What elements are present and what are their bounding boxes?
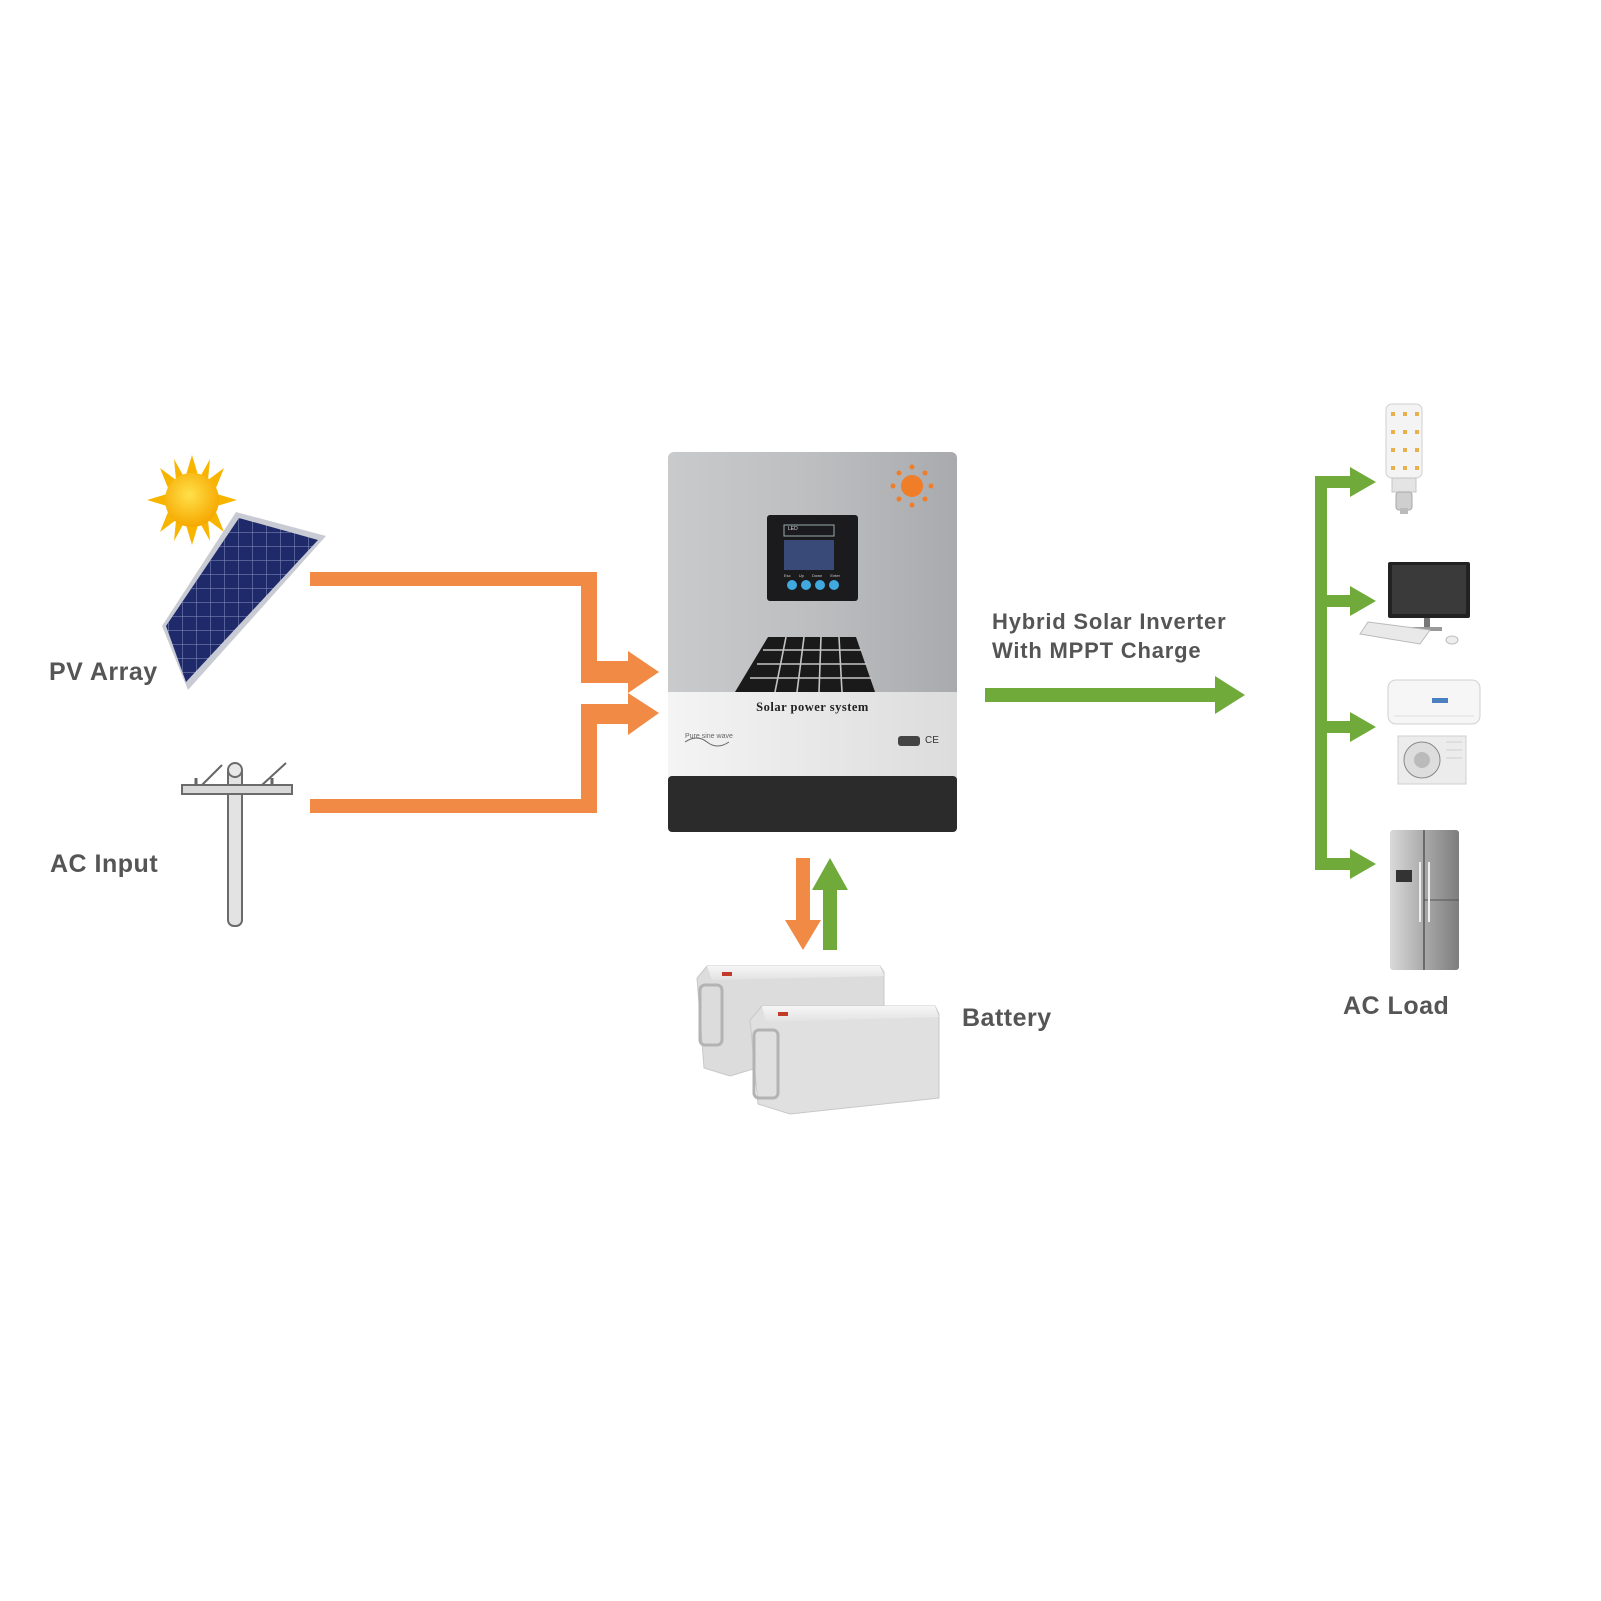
- refrigerator-icon: [1390, 830, 1459, 970]
- utility-pole-icon: [181, 762, 293, 927]
- inverter-panel-text: Solar power system: [756, 700, 869, 714]
- pv-array-label: PV Array: [49, 658, 158, 686]
- sun-logo-icon: [890, 464, 934, 508]
- hybrid-inverter: [668, 452, 957, 832]
- down-button-label: Down: [812, 573, 823, 578]
- battery-to-inverter-arrow: [812, 858, 848, 950]
- enter-button-label: Enter: [830, 573, 840, 578]
- inverter-wave-text: Pure sine wave: [685, 733, 733, 740]
- battery-front: [749, 1005, 940, 1115]
- air-conditioner-icon: [1387, 679, 1481, 785]
- inverter-to-battery-arrow: [785, 858, 821, 950]
- ac-input-to-inverter-arrow: [310, 693, 659, 813]
- ac-load-label: AC Load: [1343, 992, 1450, 1020]
- inverter-title-line1: Hybrid Solar Inverter: [992, 609, 1227, 634]
- inverter-to-load-arrow: [985, 676, 1245, 714]
- inverter-lcd-label: LED: [788, 526, 798, 532]
- inverter-cert-mark: CE: [925, 735, 939, 746]
- desktop-computer-icon: [1359, 562, 1470, 645]
- sun-icon: [147, 455, 237, 545]
- pv-to-inverter-arrow: [310, 572, 659, 693]
- inverter-title: Hybrid Solar Inverter With MPPT Charge: [992, 607, 1226, 665]
- led-bulb-icon: [1385, 403, 1423, 514]
- load-distribution-bus: [1315, 467, 1376, 879]
- inverter-title-line2: With MPPT Charge: [992, 638, 1202, 663]
- battery-label: Battery: [962, 1004, 1052, 1032]
- up-button-label: Up: [798, 573, 804, 578]
- inverter-button-labels: Esc Up Down Enter: [784, 573, 840, 578]
- battery-icon: [696, 965, 940, 1115]
- ac-input-label: AC Input: [50, 850, 159, 878]
- esc-button-label: Esc: [784, 573, 791, 578]
- solar-panel-icon: [162, 512, 326, 690]
- inverter-solar-graphic: [735, 636, 875, 693]
